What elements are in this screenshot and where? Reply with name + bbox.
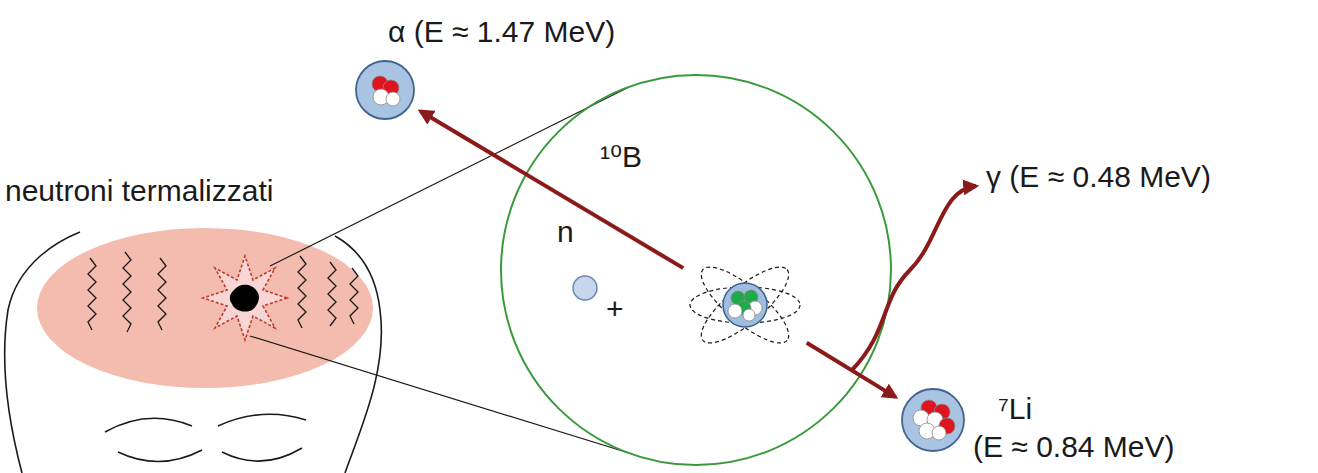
particle-label: α (E ≈ 1.47 MeV) — [388, 15, 615, 49]
gamma-arrow — [852, 186, 976, 370]
boron-icon — [685, 262, 805, 348]
eyebrow — [218, 414, 306, 426]
alpha-particle — [356, 61, 414, 119]
closed-eye — [222, 448, 302, 461]
magnifier-circle — [501, 75, 891, 465]
leader-line — [250, 87, 629, 453]
neutron-particle — [573, 276, 597, 300]
particle-label: n — [557, 215, 574, 249]
reaction-arrow — [807, 343, 896, 397]
head-drawing — [5, 228, 382, 473]
lithium-particle — [902, 389, 964, 451]
eyebrow — [105, 418, 192, 432]
nucleon — [728, 304, 742, 318]
tumor — [203, 256, 287, 340]
electron-orbit — [691, 256, 798, 354]
neutron-waves — [328, 262, 336, 326]
neutron-waves — [88, 258, 96, 330]
boron-node: ¹⁰B — [685, 262, 805, 348]
nucleon — [932, 426, 946, 440]
plus-sign: + — [606, 292, 624, 326]
alpha-node: α (E ≈ 1.47 MeV) — [353, 58, 417, 122]
nucleon — [743, 309, 755, 321]
neutron-icon — [571, 274, 599, 302]
lithium-node: ⁷Li(E ≈ 0.84 MeV) — [899, 386, 967, 454]
caption-label: neutroni termalizzati — [5, 174, 273, 208]
tumor — [230, 285, 259, 312]
neutron-node: n — [571, 274, 599, 302]
brain-region — [37, 228, 373, 388]
leader-line — [270, 87, 629, 266]
electron-orbit — [691, 256, 798, 354]
neutron-waves — [350, 268, 358, 324]
particle-label: ¹⁰B — [600, 140, 642, 174]
energy-label: (E ≈ 0.84 MeV) — [973, 430, 1175, 464]
leader-line — [250, 336, 629, 453]
head-outline — [335, 236, 381, 473]
particle-label: ⁷Li — [998, 392, 1032, 426]
reaction-arrow — [420, 111, 683, 268]
neutron-waves — [158, 258, 166, 330]
boron-nucleus — [723, 283, 767, 327]
head-outline — [5, 232, 80, 473]
neutron-waves — [298, 256, 306, 328]
neutron-waves — [123, 252, 131, 332]
alpha-icon — [353, 58, 417, 122]
nucleon — [386, 92, 400, 106]
tumor — [203, 256, 287, 340]
closed-eye — [118, 450, 202, 462]
lithium-icon — [899, 386, 967, 454]
gamma-label: γ (E ≈ 0.48 MeV) — [986, 160, 1211, 194]
